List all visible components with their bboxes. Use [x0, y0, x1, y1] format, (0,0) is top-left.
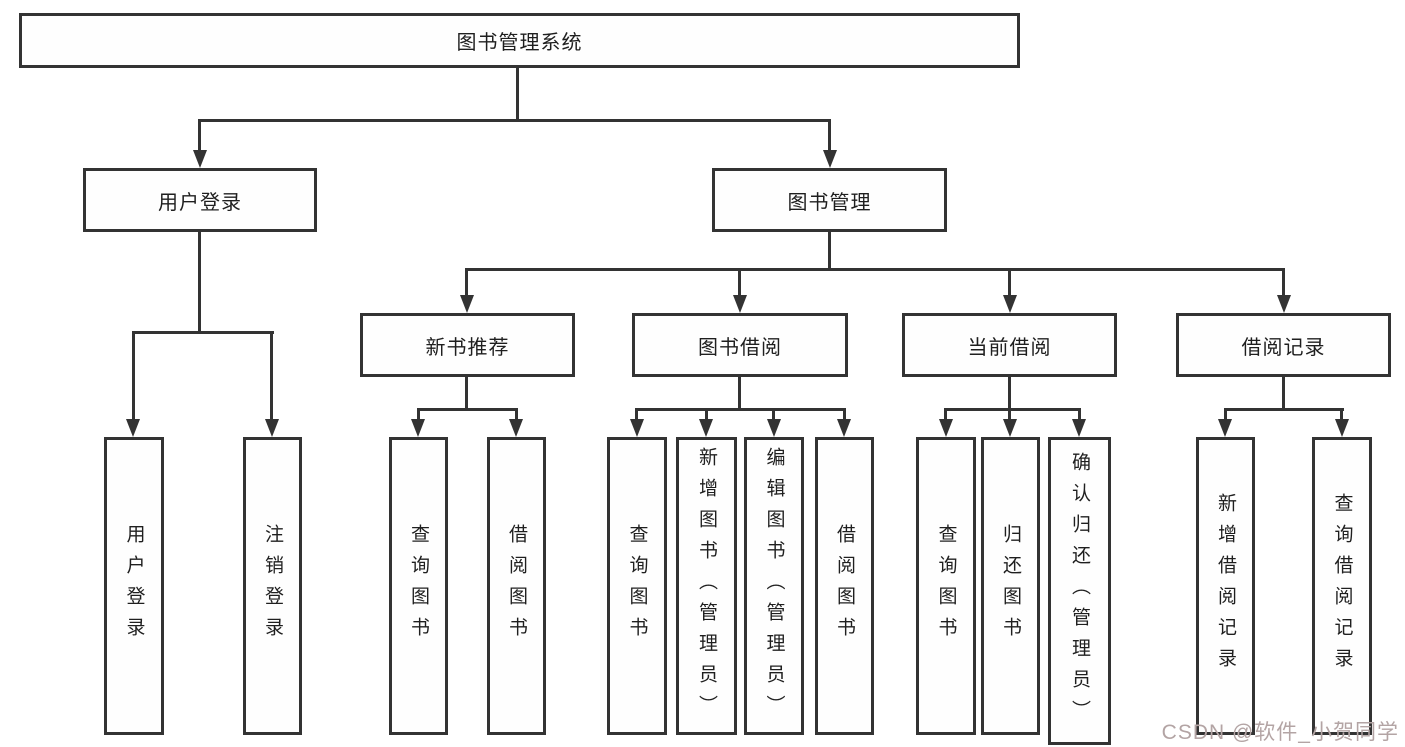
leaf-borrow-books-recommend: 借阅图书 [487, 437, 546, 735]
arrowhead-cb-query [939, 419, 953, 437]
leaf-add-book-admin-label: 新增图书（管理员） [696, 446, 717, 726]
leaf-query-books-current-label: 查询图书 [935, 524, 957, 648]
connector-drop-ul-login [132, 331, 135, 419]
connector-drop-cb-return [1008, 408, 1011, 419]
connector-root-stem [516, 68, 519, 122]
leaf-edit-book-admin-label: 编辑图书（管理员） [763, 446, 785, 726]
arrowhead-bb-borrow [837, 419, 851, 437]
leaf-edit-book-admin: 编辑图书（管理员） [744, 437, 804, 735]
connector-drop-user-login [198, 119, 201, 150]
arrowhead-bb-add [699, 419, 713, 437]
node-library-management-system: 图书管理系统 [19, 13, 1020, 68]
node-current-borrow: 当前借阅 [902, 313, 1117, 377]
leaf-borrow-books-recommend-label: 借阅图书 [506, 524, 527, 648]
leaf-query-borrow-record: 查询借阅记录 [1312, 437, 1372, 735]
connector-br-stem [1282, 377, 1285, 411]
connector-drop-book-management [828, 119, 831, 150]
connector-root-bar [198, 119, 831, 122]
arrowhead-recommend [460, 295, 474, 313]
connector-drop-current [1008, 268, 1011, 295]
connector-cb-stem [1008, 377, 1011, 411]
leaf-add-borrow-record: 新增借阅记录 [1196, 437, 1255, 735]
leaf-confirm-return-admin: 确认归还（管理员） [1048, 437, 1111, 745]
connector-bb-stem [738, 377, 741, 411]
leaf-confirm-return-admin-label: 确认归还（管理员） [1069, 451, 1090, 731]
connector-br-bar [1224, 408, 1344, 411]
csdn-watermark: CSDN @软件_小贺同学 [1161, 721, 1399, 744]
connector-ul-stem [198, 232, 201, 334]
arrowhead-borrow [733, 295, 747, 313]
leaf-logout: 注销登录 [243, 437, 302, 735]
node-book-borrow: 图书借阅 [632, 313, 848, 377]
arrowhead-bb-query [630, 419, 644, 437]
arrowhead-cb-confirm [1072, 419, 1086, 437]
connector-drop-records [1282, 268, 1285, 295]
arrowhead-ul-login [126, 419, 140, 437]
connector-drop-recommend [465, 268, 468, 295]
connector-cb-bar [944, 408, 1081, 411]
leaf-return-book: 归还图书 [981, 437, 1040, 735]
leaf-query-borrow-record-label: 查询借阅记录 [1331, 493, 1353, 679]
arrowhead-cb-return [1003, 419, 1017, 437]
arrowhead-br-add [1218, 419, 1232, 437]
connector-drop-br-add [1224, 408, 1227, 419]
node-borrow-records: 借阅记录 [1176, 313, 1391, 377]
connector-bm-stem [828, 232, 831, 271]
connector-drop-bb-add [705, 408, 708, 419]
arrowhead-br-query [1335, 419, 1349, 437]
arrowhead-bb-edit [767, 419, 781, 437]
connector-drop-ul-logout [270, 331, 273, 419]
arrowhead-current [1003, 295, 1017, 313]
leaf-borrow-books: 借阅图书 [815, 437, 874, 735]
connector-drop-bb-query [635, 408, 638, 419]
connector-bb-bar [635, 408, 846, 411]
leaf-user-login-label: 用户登录 [123, 524, 145, 648]
arrowhead-book-management [823, 150, 837, 168]
node-user-login: 用户登录 [83, 168, 317, 232]
connector-drop-bb-edit [772, 408, 775, 419]
arrowhead-ul-logout [265, 419, 279, 437]
arrowhead-rec-borrow [509, 419, 523, 437]
leaf-logout-label: 注销登录 [262, 524, 283, 648]
leaf-borrow-books-label: 借阅图书 [834, 524, 855, 648]
connector-drop-br-query [1340, 408, 1343, 419]
connector-drop-rec-query [417, 408, 420, 419]
node-book-management: 图书管理 [712, 168, 947, 232]
connector-drop-bb-borrow [843, 408, 846, 419]
leaf-query-books-borrow-label: 查询图书 [626, 524, 648, 648]
leaf-user-login: 用户登录 [104, 437, 164, 735]
leaf-add-book-admin: 新增图书（管理员） [676, 437, 737, 735]
connector-rec-stem [465, 377, 468, 411]
leaf-return-book-label: 归还图书 [1000, 524, 1021, 648]
connector-drop-cb-query [944, 408, 947, 419]
arrowhead-user-login [193, 150, 207, 168]
arrowhead-records [1277, 295, 1291, 313]
node-new-book-recommend: 新书推荐 [360, 313, 575, 377]
leaf-query-books-recommend-label: 查询图书 [408, 524, 429, 648]
connector-ul-bar [132, 331, 274, 334]
connector-drop-cb-confirm [1078, 408, 1081, 419]
leaf-query-books-current: 查询图书 [916, 437, 976, 735]
connector-drop-rec-borrow [515, 408, 518, 419]
arrowhead-rec-query [411, 419, 425, 437]
leaf-add-borrow-record-label: 新增借阅记录 [1215, 493, 1236, 679]
connector-bm-bar [465, 268, 1285, 271]
leaf-query-books-borrow: 查询图书 [607, 437, 667, 735]
connector-drop-borrow [738, 268, 741, 295]
connector-rec-bar [417, 408, 518, 411]
leaf-query-books-recommend: 查询图书 [389, 437, 448, 735]
